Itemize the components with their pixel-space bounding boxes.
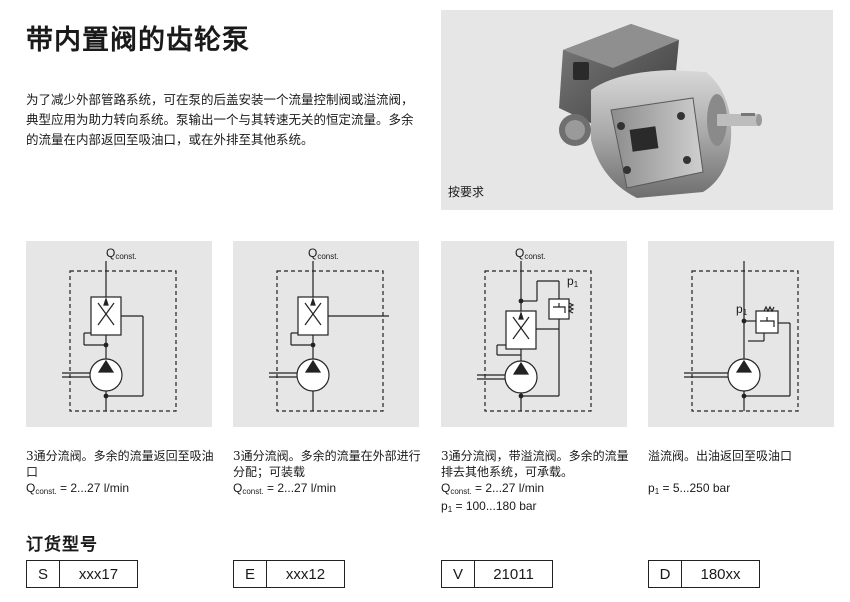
code-key: E (234, 561, 267, 587)
circuit-diagram-s: Qconst. (26, 241, 212, 427)
variant-description-s: 3通分流阀。多余的流量返回至吸油口 Qconst. = 2...27 l/min (26, 448, 221, 498)
p1-label: p1 (736, 302, 748, 317)
order-code-e: E xxx12 (233, 560, 345, 588)
order-code-heading: 订货型号 (26, 535, 98, 555)
page-title: 带内置阀的齿轮泵 (26, 25, 250, 56)
variant-description-d: 溢流阀。出油返回至吸油口 p1 = 5...250 bar (648, 448, 843, 498)
pressure-range: p1 = 100...180 bar (441, 499, 537, 514)
code-key: V (442, 561, 475, 587)
code-value: xxx17 (78, 565, 119, 583)
description-text: 溢流阀。出油返回至吸油口 (648, 449, 793, 463)
code-value: xxx12 (285, 565, 326, 583)
q-const-label: Qconst. (515, 246, 546, 261)
description-text: 3通分流阀。多余的流量返回至吸油口 (26, 449, 214, 479)
order-code-s: S xxx17 (26, 560, 138, 588)
p1-label: p1 (567, 274, 579, 289)
flow-range: Qconst. = 2...27 l/min (26, 481, 130, 496)
q-const-label: Qconst. (308, 246, 339, 261)
intro-paragraph: 为了减少外部管路系统，可在泵的后盖安装一个流量控制阀或溢流阀，典型应用为助力转向… (26, 92, 414, 147)
order-code-v: V 21011 (441, 560, 553, 588)
gear-pump-image (559, 24, 762, 198)
code-value: 180xx (700, 565, 741, 583)
circuit-diagram-d: p1 (648, 241, 834, 427)
description-text: 3通分流阀，带溢流阀。多余的流量排去其他系统，可承载。 (441, 449, 629, 479)
photo-caption: 按要求 (448, 185, 485, 199)
code-key: S (27, 561, 60, 587)
variant-description-e: 3通分流阀。多余的流量在外部进行分配；可装载 Qconst. = 2...27 … (233, 448, 428, 498)
description-text: 3通分流阀。多余的流量在外部进行分配；可装载 (233, 449, 421, 479)
order-code-d: D 180xx (648, 560, 760, 588)
circuit-diagram-e: Qconst. (233, 241, 419, 427)
product-photo-panel: 按要求 (441, 10, 833, 210)
pressure-range: p1 = 5...250 bar (648, 481, 731, 496)
code-key: D (649, 561, 682, 587)
variant-description-v: 3通分流阀，带溢流阀。多余的流量排去其他系统，可承载。 Qconst. = 2.… (441, 448, 636, 516)
code-value: 21011 (493, 565, 534, 583)
circuit-diagram-v: Qconst. p1 (441, 241, 627, 427)
flow-range: Qconst. = 2...27 l/min (233, 481, 337, 496)
flow-range: Qconst. = 2...27 l/min (441, 481, 545, 496)
q-const-label: Qconst. (106, 246, 137, 261)
